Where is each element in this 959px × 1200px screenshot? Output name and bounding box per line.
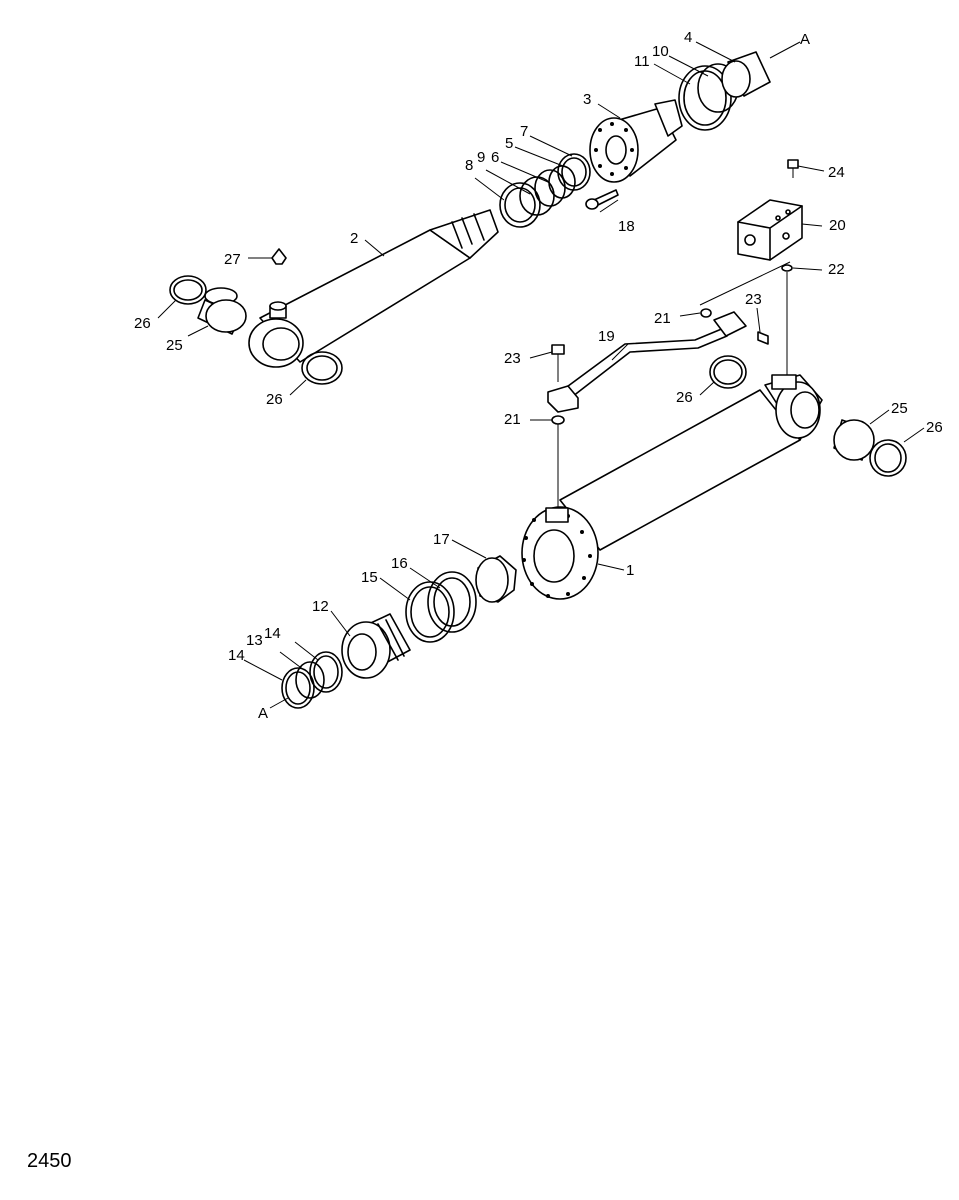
part-11-ring xyxy=(678,65,732,131)
label-16: 16 xyxy=(391,555,408,572)
page-code: 2450 xyxy=(27,1150,72,1172)
label-21-upper: 21 xyxy=(654,310,671,327)
part-26-seal-right-top xyxy=(709,355,747,389)
label-5: 5 xyxy=(505,135,513,152)
label-14-upper: 14 xyxy=(264,625,281,642)
label-2: 2 xyxy=(350,230,358,247)
label-ref-a-top: A xyxy=(800,31,810,48)
part-14-ring-right xyxy=(309,651,343,693)
label-1: 1 xyxy=(626,562,634,579)
part-19-pipe xyxy=(547,311,747,413)
part-27-grease-nipple xyxy=(271,248,287,265)
label-13: 13 xyxy=(246,632,263,649)
label-26-left-top: 26 xyxy=(134,315,151,332)
part-5-9-seal-rings xyxy=(499,153,591,228)
part-25-bushing-right xyxy=(833,419,875,461)
label-26-left-bottom: 26 xyxy=(266,391,283,408)
part-26-seal-left-bottom xyxy=(301,351,343,385)
label-24: 24 xyxy=(828,164,845,181)
label-10: 10 xyxy=(652,43,669,60)
part-12-piston xyxy=(341,613,411,679)
label-12: 12 xyxy=(312,598,329,615)
part-21-oring-top xyxy=(700,308,712,318)
callout-labels: 1 2 3 4 A 5 6 7 8 9 10 11 12 13 14 14 15… xyxy=(134,29,943,722)
part-23-bolt-right xyxy=(757,331,769,345)
label-27: 27 xyxy=(224,251,241,268)
label-ref-a-bottom: A xyxy=(258,705,268,722)
label-4: 4 xyxy=(684,29,692,46)
label-11: 11 xyxy=(634,53,650,70)
label-25-right: 25 xyxy=(891,400,908,417)
part-24-bolt xyxy=(787,159,799,178)
leader-lines xyxy=(157,41,925,709)
part-1-cylinder-tube xyxy=(521,374,823,600)
part-22-oring xyxy=(781,264,793,272)
label-9: 9 xyxy=(477,149,485,166)
label-15: 15 xyxy=(361,569,378,586)
part-23-bolt-left xyxy=(551,344,565,382)
label-21-lower: 21 xyxy=(504,411,521,428)
label-17: 17 xyxy=(433,531,450,548)
label-26-right-bottom: 26 xyxy=(926,419,943,436)
label-23-right: 23 xyxy=(745,291,762,308)
label-19: 19 xyxy=(598,328,615,345)
label-20: 20 xyxy=(829,217,846,234)
label-26-right-top: 26 xyxy=(676,389,693,406)
part-3-rod-cover xyxy=(589,99,683,183)
label-3: 3 xyxy=(583,91,591,108)
part-26-seal-left-top xyxy=(169,275,207,305)
label-22: 22 xyxy=(828,261,845,278)
part-4-bushing xyxy=(721,51,771,98)
label-23-left: 23 xyxy=(504,350,521,367)
part-16-ring xyxy=(427,571,477,633)
part-13-ring xyxy=(295,661,325,699)
part-15-ring xyxy=(405,581,455,643)
part-18-bolt xyxy=(585,189,619,210)
label-18: 18 xyxy=(618,218,635,235)
part-2-piston-rod xyxy=(248,209,499,368)
label-25-left: 25 xyxy=(166,337,183,354)
label-7: 7 xyxy=(520,123,528,140)
part-14-ring-left xyxy=(281,667,315,709)
label-14-lower: 14 xyxy=(228,647,245,664)
label-6: 6 xyxy=(491,149,499,166)
part-17-nut xyxy=(475,555,517,603)
part-21-oring-bottom xyxy=(551,415,565,425)
label-8: 8 xyxy=(465,157,473,174)
part-20-valve-block xyxy=(737,199,803,261)
part-25-bushing-left xyxy=(197,287,247,335)
part-26-seal-right-bottom xyxy=(869,439,907,477)
